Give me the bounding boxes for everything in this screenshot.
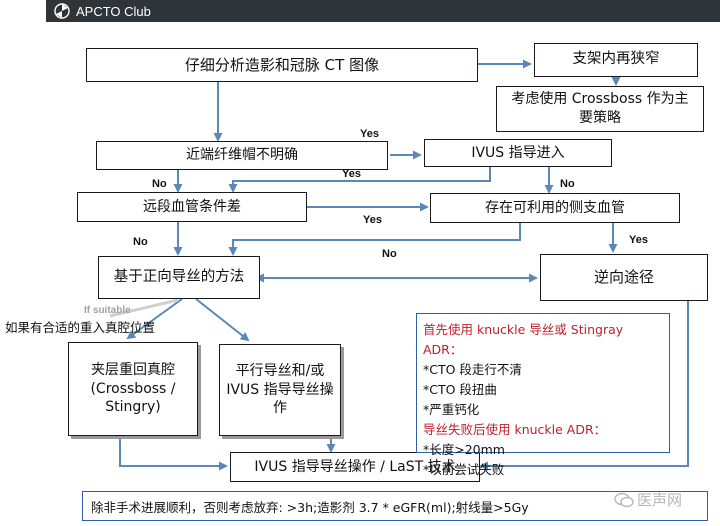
box-antegrade-approach: 基于正向导丝的方法 bbox=[98, 256, 260, 299]
label-yes-distal: Yes bbox=[363, 214, 382, 226]
retro-note-previous-failure: *以前尝试失败 bbox=[423, 462, 505, 477]
box-proximal-cap-ambiguous: 近端纤维帽不明确 bbox=[96, 141, 388, 170]
box-crossboss-strategy: 考虑使用 Crossboss 作为主要策略 bbox=[496, 86, 704, 132]
box-ivus-last: IVUS 指导导丝操作 / LaST 技术 bbox=[230, 452, 480, 482]
footer-text: 除非手术进展顺利，否则考虑放弃: >3h;造影剂 3.7 * eGFR(ml);… bbox=[91, 499, 529, 515]
label-no-ivus: No bbox=[560, 178, 575, 190]
box-in-stent-restenosis: 支架内再狭窄 bbox=[534, 43, 698, 77]
watermark: 医声网 bbox=[614, 489, 682, 510]
arrow-dissection-to-ivus-last bbox=[119, 436, 228, 471]
arrow-side-branch-to-antegrade bbox=[228, 222, 521, 256]
label-yes-ivus: Yes bbox=[342, 168, 361, 180]
box-retrograde-approach: 逆向途径 bbox=[540, 254, 708, 301]
retro-note-first-knuckle: 首先使用 knuckle 导丝或 Stingray ADR： bbox=[423, 322, 624, 357]
arrow-retrograde-to-ivus-last bbox=[479, 301, 689, 471]
if-suitable-line bbox=[109, 298, 179, 318]
arrow-antegrade-to-parallel bbox=[195, 298, 250, 342]
retrograde-notes-box: 首先使用 knuckle 导丝或 Stingray ADR： *CTO 段走行不… bbox=[416, 313, 670, 477]
label-no-side-branch: No bbox=[382, 248, 397, 260]
box-dissection-reentry: 夹层重回真腔 (Crossboss / Stingry) bbox=[68, 342, 198, 436]
retro-note-calcification: *严重钙化 bbox=[423, 402, 480, 417]
label-no-proximal: No bbox=[152, 178, 167, 190]
footer-abort-criteria: 除非手术进展顺利，否则考虑放弃: >3h;造影剂 3.7 * eGFR(ml);… bbox=[82, 491, 708, 521]
app-title: APCTO Club bbox=[76, 3, 151, 19]
label-if-suitable: If suitable bbox=[84, 305, 131, 316]
label-yes-side-branch: Yes bbox=[629, 234, 648, 246]
box-parallel-wire: 平行导丝和/或 IVUS 指导导丝操作 bbox=[219, 344, 341, 436]
label-yes-proximal: Yes bbox=[360, 128, 379, 140]
box-ivus-guided-entry: IVUS 指导进入 bbox=[424, 139, 612, 167]
note-reentry-site: 如果有合适的重入真腔位置 bbox=[5, 320, 156, 335]
box-collateral-available: 存在可利用的侧支血管 bbox=[430, 193, 680, 223]
retro-note-cto-unclear: *CTO 段走行不清 bbox=[423, 362, 522, 377]
arrow-antegrade-to-dissection bbox=[126, 298, 183, 340]
arrow-ivus-to-distal bbox=[228, 167, 491, 193]
title-bar: APCTO Club bbox=[46, 0, 720, 22]
box-distal-vessel-poor: 远段血管条件差 bbox=[77, 192, 307, 222]
retro-note-after-wire-fail: 导丝失败后使用 knuckle ADR： bbox=[423, 422, 607, 437]
wechat-icon bbox=[614, 492, 634, 507]
label-no-distal: No bbox=[133, 236, 148, 248]
box-analyze-images: 仔细分析造影和冠脉 CT 图像 bbox=[86, 48, 478, 82]
retro-note-length: *长度>20mm bbox=[423, 442, 505, 457]
retro-note-cto-tortuous: *CTO 段扭曲 bbox=[423, 382, 497, 397]
pinwheel-logo-icon bbox=[54, 3, 70, 19]
watermark-text: 医声网 bbox=[637, 491, 683, 509]
